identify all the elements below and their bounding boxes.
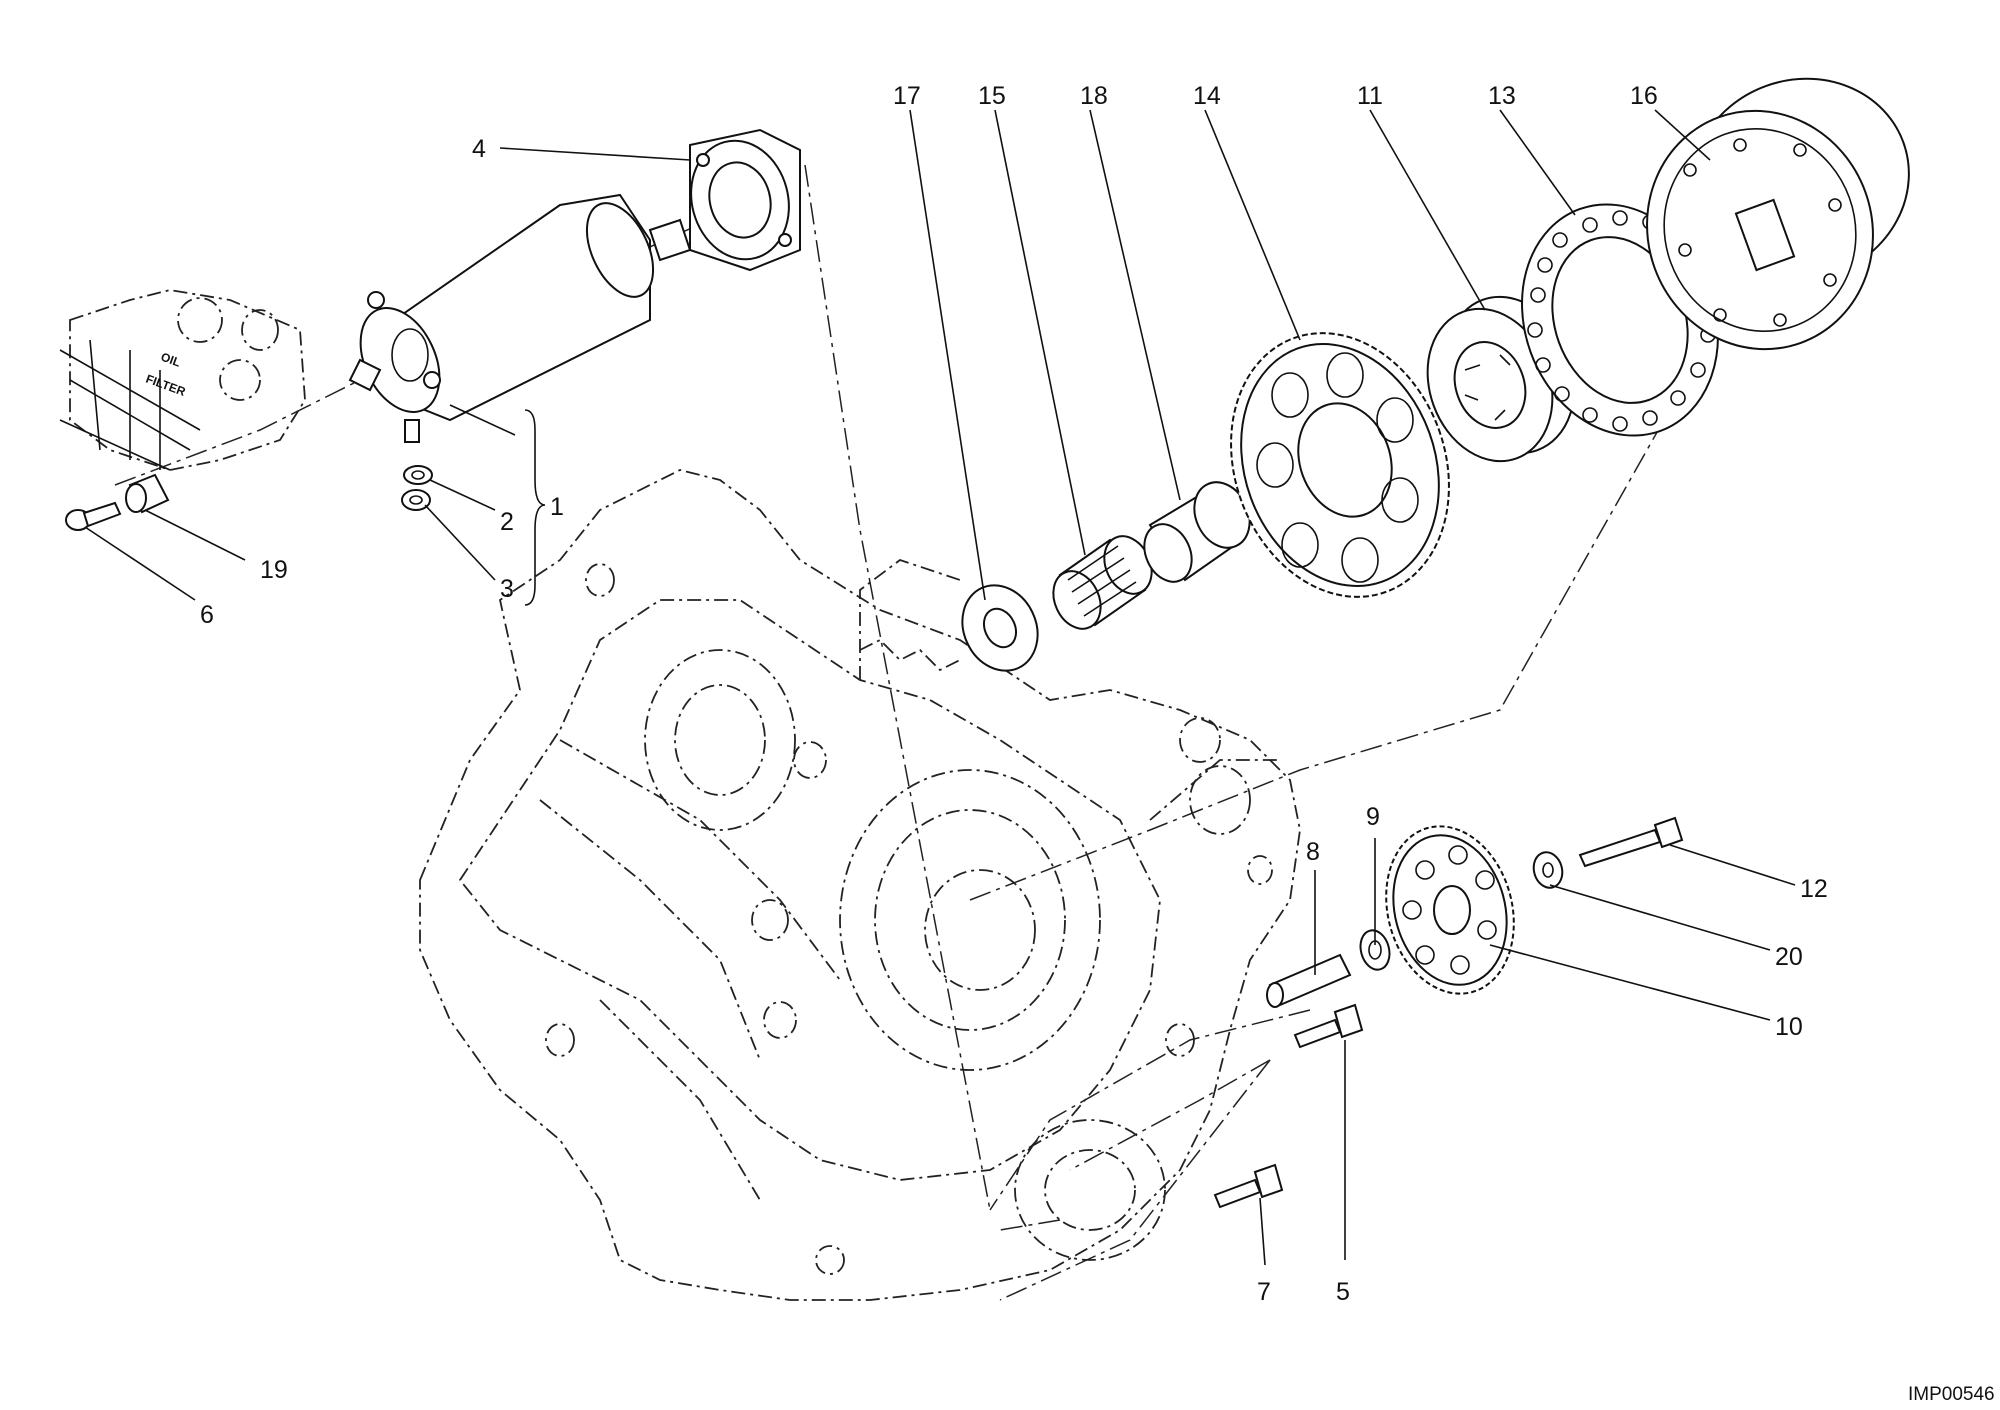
nut-and-washer [401,465,433,511]
needle-bearing [1052,535,1153,630]
callout-19: 19 [260,556,288,584]
callout-labels: 1 2 3 4 5 6 7 8 9 10 11 12 13 14 15 16 1… [200,82,1828,1306]
leader-lines [84,109,1796,1266]
callout-20: 20 [1775,943,1803,971]
callout-4: 4 [472,135,486,163]
callout-17: 17 [893,82,921,110]
callout-18: 18 [1080,82,1108,110]
starter-motor [348,193,692,443]
callout-14: 14 [1193,82,1221,110]
callout-1: 1 [550,493,564,521]
oil-filter-label-2: FILTER [144,372,188,399]
drawing-code: IMP00546 [1908,1384,1995,1405]
small-gear [1385,825,1515,995]
callout-13: 13 [1488,82,1516,110]
callout-10: 10 [1775,1013,1803,1041]
oil-filter-label: OIL [159,350,183,370]
starter-flange [689,128,801,272]
screw-and-spacer [65,473,170,531]
callout-5: 5 [1336,1278,1350,1306]
callout-11: 11 [1357,82,1383,110]
crankcase-outline [419,469,1301,1301]
callout-6: 6 [200,601,214,629]
callout-7: 7 [1257,1278,1271,1306]
callout-2: 2 [500,508,514,536]
callout-9: 9 [1366,803,1380,831]
thrust-washer [961,584,1039,672]
freewheel-housing [1646,77,1910,351]
oil-filter-fragment: OIL FILTER [59,289,306,471]
starter-idle-gear [1230,332,1450,598]
callout-3: 3 [500,575,514,603]
freewheel-hub [1426,295,1576,463]
small-hardware [1213,816,1684,1209]
callout-8: 8 [1306,838,1320,866]
callout-15: 15 [978,82,1006,110]
bushing [1143,481,1251,583]
callout-12: 12 [1800,875,1828,903]
callout-16: 16 [1630,82,1658,110]
